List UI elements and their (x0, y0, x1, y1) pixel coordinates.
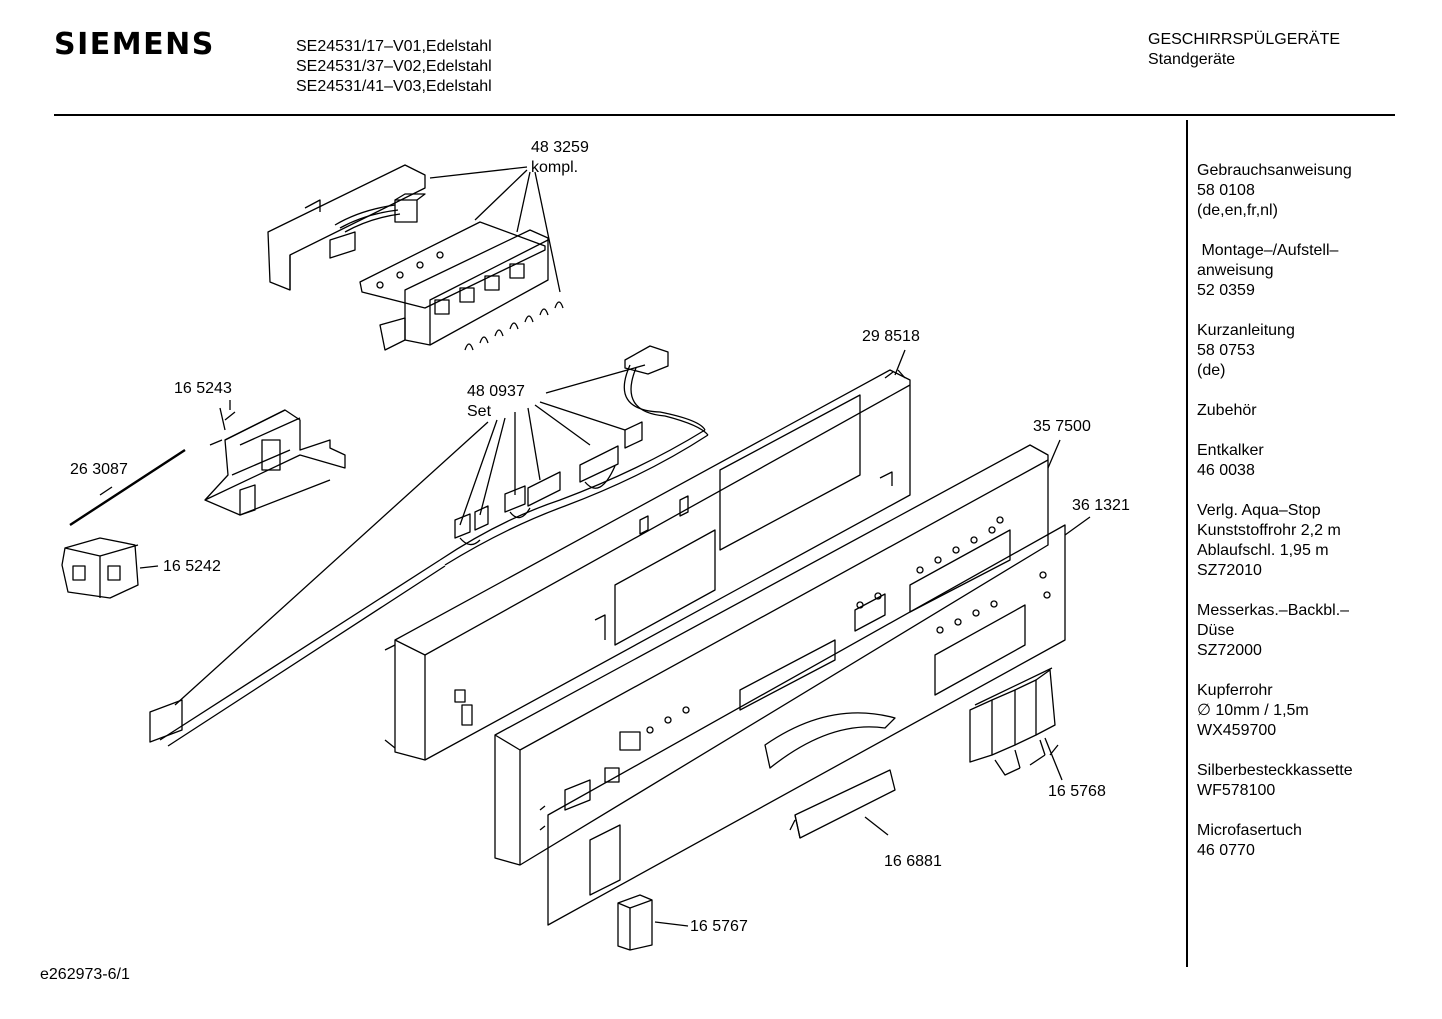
callout-357500: 35 7500 (1033, 418, 1091, 435)
sidebar-line: Messerkas.–Backbl.– (1197, 602, 1350, 619)
outer-panel-part (494, 444, 1049, 866)
sidebar-line: Ablaufschl. 1,95 m (1197, 542, 1329, 559)
sidebar-line: anweisung (1197, 262, 1274, 279)
category-title: GESCHIRRSPÜLGERÄTE (1148, 31, 1341, 48)
sidebar-line: (de) (1197, 362, 1226, 379)
sidebar-group-copper-pipe: Kupferrohr ∅ 10mm / 1,5m WX459700 (1197, 681, 1397, 741)
sidebar-group-manual: Gebrauchsanweisung 58 0108 (de,en,fr,nl) (1197, 161, 1397, 221)
model-line: SE24531/41–V03,Edelstahl (296, 78, 492, 95)
part-number: 48 0937 (467, 383, 525, 400)
sidebar-group-cutlery: Silberbesteckkassette WF578100 (1197, 761, 1397, 801)
category-subtitle: Standgeräte (1148, 51, 1236, 68)
callout-263087: 26 3087 (70, 461, 128, 478)
callout-298518: 29 8518 (862, 328, 920, 345)
micro-switch-part (61, 537, 159, 599)
part-note: Set (467, 403, 492, 420)
document-id: e262973-6/1 (40, 966, 130, 983)
sidebar-group-nozzle: Messerkas.–Backbl.– Düse SZ72000 (1197, 601, 1397, 661)
sidebar-line: 52 0359 (1197, 282, 1255, 299)
sidebar-line: ∅ 10mm / 1,5m (1197, 702, 1309, 719)
exploded-view-diagram (61, 164, 1091, 951)
callout-165767: 16 5767 (690, 918, 748, 935)
brand-logo: SIEMENS (54, 27, 215, 62)
callout-165242: 16 5242 (163, 558, 221, 575)
sidebar-group-accessories: Zubehör (1197, 401, 1397, 421)
sidebar-group-descaler: Entkalker 46 0038 (1197, 441, 1397, 481)
part-note: kompl. (531, 159, 579, 176)
panel-frame-part (384, 369, 911, 761)
model-line: SE24531/17–V01,Edelstahl (296, 38, 492, 55)
sidebar-line: 58 0753 (1197, 342, 1255, 359)
accessory-sidebar: Gebrauchsanweisung 58 0108 (de,en,fr,nl)… (1197, 161, 1397, 881)
sidebar-line: WF578100 (1197, 782, 1276, 799)
sidebar-line: Gebrauchsanweisung (1197, 162, 1352, 179)
sidebar-divider (1186, 120, 1188, 967)
sidebar-line: Silberbesteckkassette (1197, 762, 1353, 779)
leader-line (1064, 516, 1091, 536)
header-divider (54, 114, 1395, 116)
knob-cap-part (617, 894, 689, 951)
sidebar-line: Kurzanleitung (1197, 322, 1295, 339)
sidebar-line: 46 0770 (1197, 842, 1255, 859)
sidebar-line: WX459700 (1197, 722, 1277, 739)
sidebar-line: Microfasertuch (1197, 822, 1302, 839)
front-cover-part (547, 524, 1066, 926)
control-module-part (267, 164, 564, 351)
leader-line (1047, 439, 1061, 469)
sidebar-line: (de,en,fr,nl) (1197, 202, 1278, 219)
callout-361321: 36 1321 (1072, 497, 1130, 514)
leader-line (894, 349, 906, 376)
cable-harness-part (149, 345, 709, 747)
sidebar-line: Montage–/Aufstell– (1197, 242, 1339, 259)
sidebar-line: Düse (1197, 622, 1235, 639)
sidebar-line: Entkalker (1197, 442, 1264, 459)
sidebar-line: SZ72000 (1197, 642, 1262, 659)
callout-483259: 48 3259 kompl. (531, 138, 589, 178)
sidebar-line: SZ72010 (1197, 562, 1262, 579)
wire-rod-part (69, 448, 186, 527)
sidebar-line: Verlg. Aqua–Stop (1197, 502, 1321, 519)
category-heading: GESCHIRRSPÜLGERÄTE Standgeräte (1148, 30, 1340, 70)
callout-166881: 16 6881 (884, 853, 942, 870)
leader-line (99, 486, 113, 496)
door-lock-part (204, 407, 346, 516)
callout-165768: 16 5768 (1048, 783, 1106, 800)
sidebar-group-cloth: Microfasertuch 46 0770 (1197, 821, 1397, 861)
model-list: SE24531/17–V01,Edelstahl SE24531/37–V02,… (296, 37, 492, 97)
sidebar-group-quickguide: Kurzanleitung 58 0753 (de) (1197, 321, 1397, 381)
push-button-part (969, 667, 1063, 781)
handle-strip-part (789, 769, 896, 839)
sidebar-line: Kupferrohr (1197, 682, 1273, 699)
sidebar-group-install: Montage–/Aufstell– anweisung 52 0359 (1197, 241, 1397, 301)
sidebar-line: 58 0108 (1197, 182, 1255, 199)
sidebar-group-aquastop: Verlg. Aqua–Stop Kunststoffrohr 2,2 m Ab… (1197, 501, 1397, 581)
callout-480937: 48 0937 Set (467, 382, 525, 422)
callout-165243: 16 5243 (174, 380, 232, 397)
part-number: 48 3259 (531, 139, 589, 156)
model-line: SE24531/37–V02,Edelstahl (296, 58, 492, 75)
sidebar-line: Zubehör (1197, 402, 1257, 419)
sidebar-line: Kunststoffrohr 2,2 m (1197, 522, 1341, 539)
sidebar-line: 46 0038 (1197, 462, 1255, 479)
